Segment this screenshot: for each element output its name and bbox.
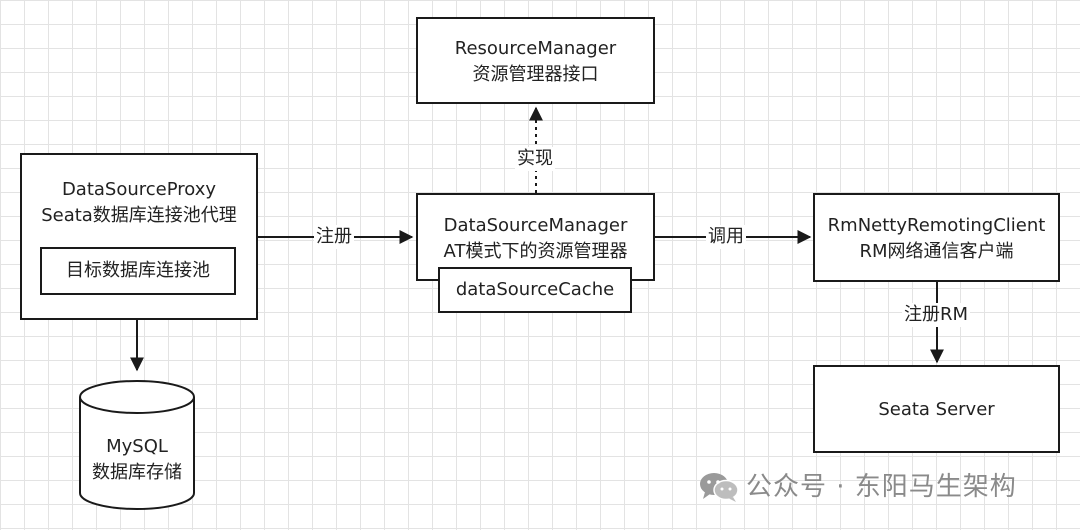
mysql-title: MySQL xyxy=(106,436,168,457)
datasource-cache-label: dataSourceCache xyxy=(455,279,615,300)
resource-manager-subtitle: 资源管理器接口 xyxy=(472,64,599,85)
edge-implements-label: 实现 xyxy=(515,147,555,171)
datasource-proxy-subtitle: Seata数据库连接池代理 xyxy=(41,205,237,226)
datasource-proxy-node: DataSourceProxy Seata数据库连接池代理 目标数据库连接池 xyxy=(20,153,258,320)
datasource-cache-node: dataSourceCache xyxy=(438,267,632,313)
wechat-icon xyxy=(700,473,739,502)
datasource-manager-title: DataSourceManager xyxy=(443,215,628,236)
resource-manager-title: ResourceManager xyxy=(454,38,617,59)
rm-client-title: RmNettyRemotingClient xyxy=(827,215,1046,236)
edge-register-label: 注册 xyxy=(314,225,354,249)
rm-client-subtitle: RM网络通信客户端 xyxy=(859,241,1014,262)
target-pool-label: 目标数据库连接池 xyxy=(66,260,210,281)
edge-invoke-label: 调用 xyxy=(706,225,746,249)
datasource-proxy-title: DataSourceProxy xyxy=(61,179,217,200)
seata-server-title: Seata Server xyxy=(878,399,995,420)
watermark-text: 公众号 · 东阳马生架构 xyxy=(746,472,1017,502)
seata-server-node: Seata Server xyxy=(813,365,1060,453)
mysql-subtitle: 数据库存储 xyxy=(92,462,182,483)
rm-client-node: RmNettyRemotingClient RM网络通信客户端 xyxy=(813,193,1060,282)
datasource-manager-subtitle: AT模式下的资源管理器 xyxy=(443,241,628,262)
mysql-cylinder xyxy=(79,380,195,510)
edge-register-rm-label: 注册RM xyxy=(902,303,971,327)
target-pool-node: 目标数据库连接池 xyxy=(40,247,236,295)
datasource-manager-node: DataSourceManager AT模式下的资源管理器 xyxy=(416,193,655,281)
resource-manager-node: ResourceManager 资源管理器接口 xyxy=(416,17,655,104)
